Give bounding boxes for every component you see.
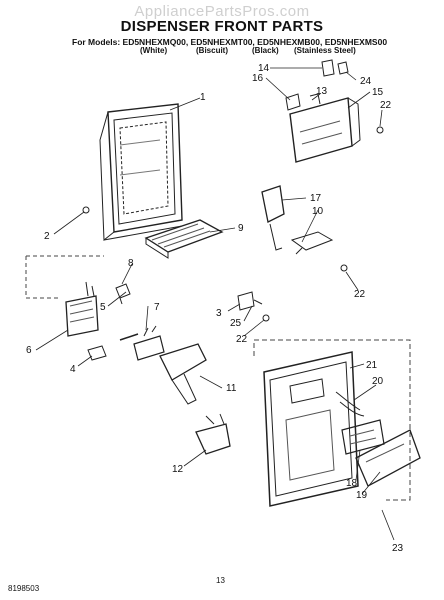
part-chute-cup [195, 413, 231, 455]
part-lever-assembly [261, 185, 334, 255]
callout-8: 8 [128, 258, 134, 269]
part-housing-frame [99, 103, 183, 242]
callout-2: 2 [44, 231, 50, 242]
part-control-board [341, 419, 385, 455]
callout-labels: 1 2 3 4 5 6 7 8 9 10 11 12 13 14 15 16 1… [26, 63, 404, 554]
callout-18: 18 [346, 478, 358, 489]
variant-white: (White) [140, 46, 168, 55]
part-bracket-25 [237, 291, 263, 311]
callout-10: 10 [312, 206, 324, 217]
callout-22-right: 22 [354, 289, 366, 300]
part-upper-panel [289, 97, 361, 163]
part-drip-tray [144, 219, 224, 259]
callout-17: 17 [310, 193, 322, 204]
part-switch-module [65, 281, 99, 337]
callout-11: 11 [226, 383, 237, 394]
part-pin [119, 333, 139, 341]
part-cylinder [115, 283, 131, 305]
variant-stainless: (Stainless Steel) [294, 46, 356, 55]
callout-23: 23 [392, 543, 404, 554]
variant-black: (Black) [252, 46, 279, 55]
part-wiring [335, 391, 365, 417]
callout-7: 7 [154, 302, 160, 313]
part-actuator [133, 325, 165, 361]
model-list: For Models: ED5NHEXMQ00, ED5NHEXMT00, ED… [72, 37, 388, 47]
callout-25: 25 [230, 318, 242, 329]
callout-1: 1 [200, 92, 206, 103]
callout-12: 12 [172, 464, 184, 475]
screw-icons [82, 126, 384, 322]
callout-4: 4 [70, 364, 76, 375]
callout-13: 13 [316, 86, 328, 97]
callout-22-upper: 22 [380, 100, 392, 111]
callout-5: 5 [100, 302, 106, 313]
callout-14: 14 [258, 63, 270, 74]
variant-biscuit: (Biscuit) [196, 46, 228, 55]
part-trim-panel [355, 429, 421, 487]
callout-3: 3 [216, 308, 222, 319]
page-number: 13 [216, 576, 225, 585]
watermark: AppliancePartsPros.com [134, 3, 310, 20]
callout-20: 20 [372, 376, 384, 387]
callout-21: 21 [366, 360, 378, 371]
assembly-boundary [253, 339, 411, 501]
callout-19: 19 [356, 490, 368, 501]
leader-lines [35, 67, 395, 541]
callout-16: 16 [252, 73, 264, 84]
document-number: 8198503 [8, 584, 40, 593]
callout-24: 24 [360, 76, 372, 87]
part-dispenser-lever [159, 343, 207, 405]
part-front-cover [263, 351, 359, 507]
callout-22-center: 22 [236, 334, 248, 345]
callout-6: 6 [26, 345, 32, 356]
part-upper-switch-parts [285, 59, 349, 111]
page-title: DISPENSER FRONT PARTS [120, 18, 324, 35]
callout-9: 9 [238, 223, 244, 234]
callout-15: 15 [372, 87, 384, 98]
part-small-bracket [87, 345, 107, 361]
